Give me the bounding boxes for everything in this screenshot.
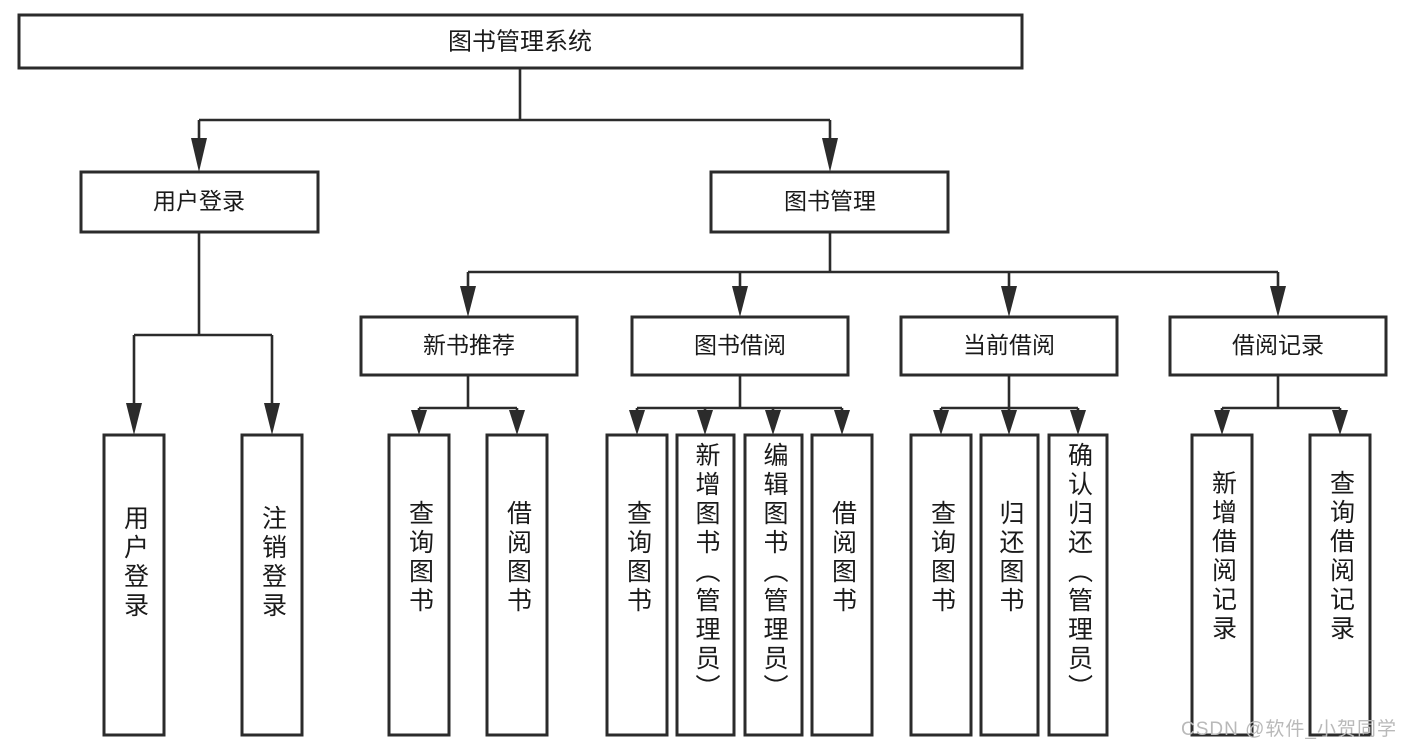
arrow-head-book-manage (822, 138, 838, 172)
node-book-borrow-label: 图书借阅 (694, 332, 786, 358)
connector-group-book-borrow-leaves (629, 375, 850, 435)
node-borrow-record-box[interactable] (1168, 315, 1388, 377)
leaf-boxes-book-borrow (605, 433, 874, 737)
node-borrow-record-label: 借阅记录 (1232, 332, 1324, 358)
arrow-head-user-login (191, 138, 207, 172)
arrow-head-leaf-query-book-3 (933, 410, 949, 435)
node-book-manage[interactable]: 图书管理 (709, 170, 950, 234)
node-leaf-query-book-3-box[interactable] (909, 433, 973, 737)
node-leaf-query-book-1-box[interactable] (387, 433, 451, 737)
node-book-borrow[interactable]: 图书借阅 (630, 315, 850, 377)
arrow-head-leaf-edit-book (765, 410, 781, 435)
arrow-head-leaf-query-record (1332, 410, 1348, 435)
node-current-borrow-box[interactable] (899, 315, 1119, 377)
arrow-head-leaf-confirm-return (1070, 410, 1086, 435)
node-new-book-recommend[interactable]: 新书推荐 (359, 315, 579, 377)
node-leaf-add-record-box[interactable] (1190, 433, 1254, 737)
watermark-text: CSDN @软件_小贺同学 (1181, 719, 1397, 740)
node-leaf-confirm-return-box[interactable] (1047, 433, 1109, 737)
node-leaf-user-login-box[interactable] (102, 433, 166, 737)
arrow-head-leaf-borrow-book-2 (834, 410, 850, 435)
node-root-label: 图书管理系统 (448, 28, 592, 55)
arrow-head-new-book-recommend (460, 286, 476, 317)
node-book-manage-box[interactable] (709, 170, 950, 234)
node-new-book-recommend-label: 新书推荐 (423, 332, 515, 358)
arrow-head-leaf-borrow-book-1 (509, 410, 525, 435)
node-leaf-user-logout-box[interactable] (240, 433, 304, 737)
node-leaf-borrow-book-2-box[interactable] (810, 433, 874, 737)
node-leaf-edit-book-box[interactable] (743, 433, 804, 737)
leaf-boxes-user-login (102, 433, 304, 737)
connector-group-borrow-record-leaves (1214, 375, 1348, 435)
connector-group-new-book-leaves (411, 375, 525, 435)
node-leaf-borrow-book-1-box[interactable] (485, 433, 549, 737)
node-book-manage-label: 图书管理 (784, 188, 876, 214)
leaf-boxes-new-book-recommend (387, 433, 549, 737)
node-current-borrow[interactable]: 当前借阅 (899, 315, 1119, 377)
node-current-borrow-label: 当前借阅 (963, 332, 1055, 358)
arrow-head-leaf-add-book (697, 410, 713, 435)
node-root[interactable]: 图书管理系统 (17, 13, 1024, 70)
arrow-head-leaf-user-login (126, 403, 142, 435)
leaf-boxes-borrow-record (1190, 433, 1372, 737)
node-leaf-return-book-box[interactable] (979, 433, 1040, 737)
arrow-head-borrow-record (1270, 286, 1286, 317)
node-user-login[interactable]: 用户登录 (79, 170, 320, 234)
node-user-login-label: 用户登录 (153, 188, 245, 214)
leaf-boxes-current-borrow (909, 433, 1109, 737)
arrow-head-leaf-query-book-2 (629, 410, 645, 435)
node-user-login-box[interactable] (79, 170, 320, 234)
connector-group-book-manage (460, 232, 1286, 317)
node-new-book-recommend-box[interactable] (359, 315, 579, 377)
node-leaf-query-record-box[interactable] (1308, 433, 1372, 737)
node-borrow-record[interactable]: 借阅记录 (1168, 315, 1388, 377)
connector-group-user-login-leaves (126, 232, 280, 435)
connector-group-current-borrow-leaves (933, 375, 1086, 435)
arrow-head-leaf-return-book (1001, 410, 1017, 435)
connector-group-root (191, 68, 838, 172)
arrow-head-current-borrow (1001, 286, 1017, 317)
arrow-head-leaf-user-logout (264, 403, 280, 435)
node-root-box[interactable] (17, 13, 1024, 70)
arrow-head-book-borrow (732, 286, 748, 317)
arrow-head-leaf-query-book-1 (411, 410, 427, 435)
arrow-head-leaf-add-record (1214, 410, 1230, 435)
node-leaf-add-book-box[interactable] (675, 433, 736, 737)
node-book-borrow-box[interactable] (630, 315, 850, 377)
node-leaf-query-book-2-box[interactable] (605, 433, 669, 737)
